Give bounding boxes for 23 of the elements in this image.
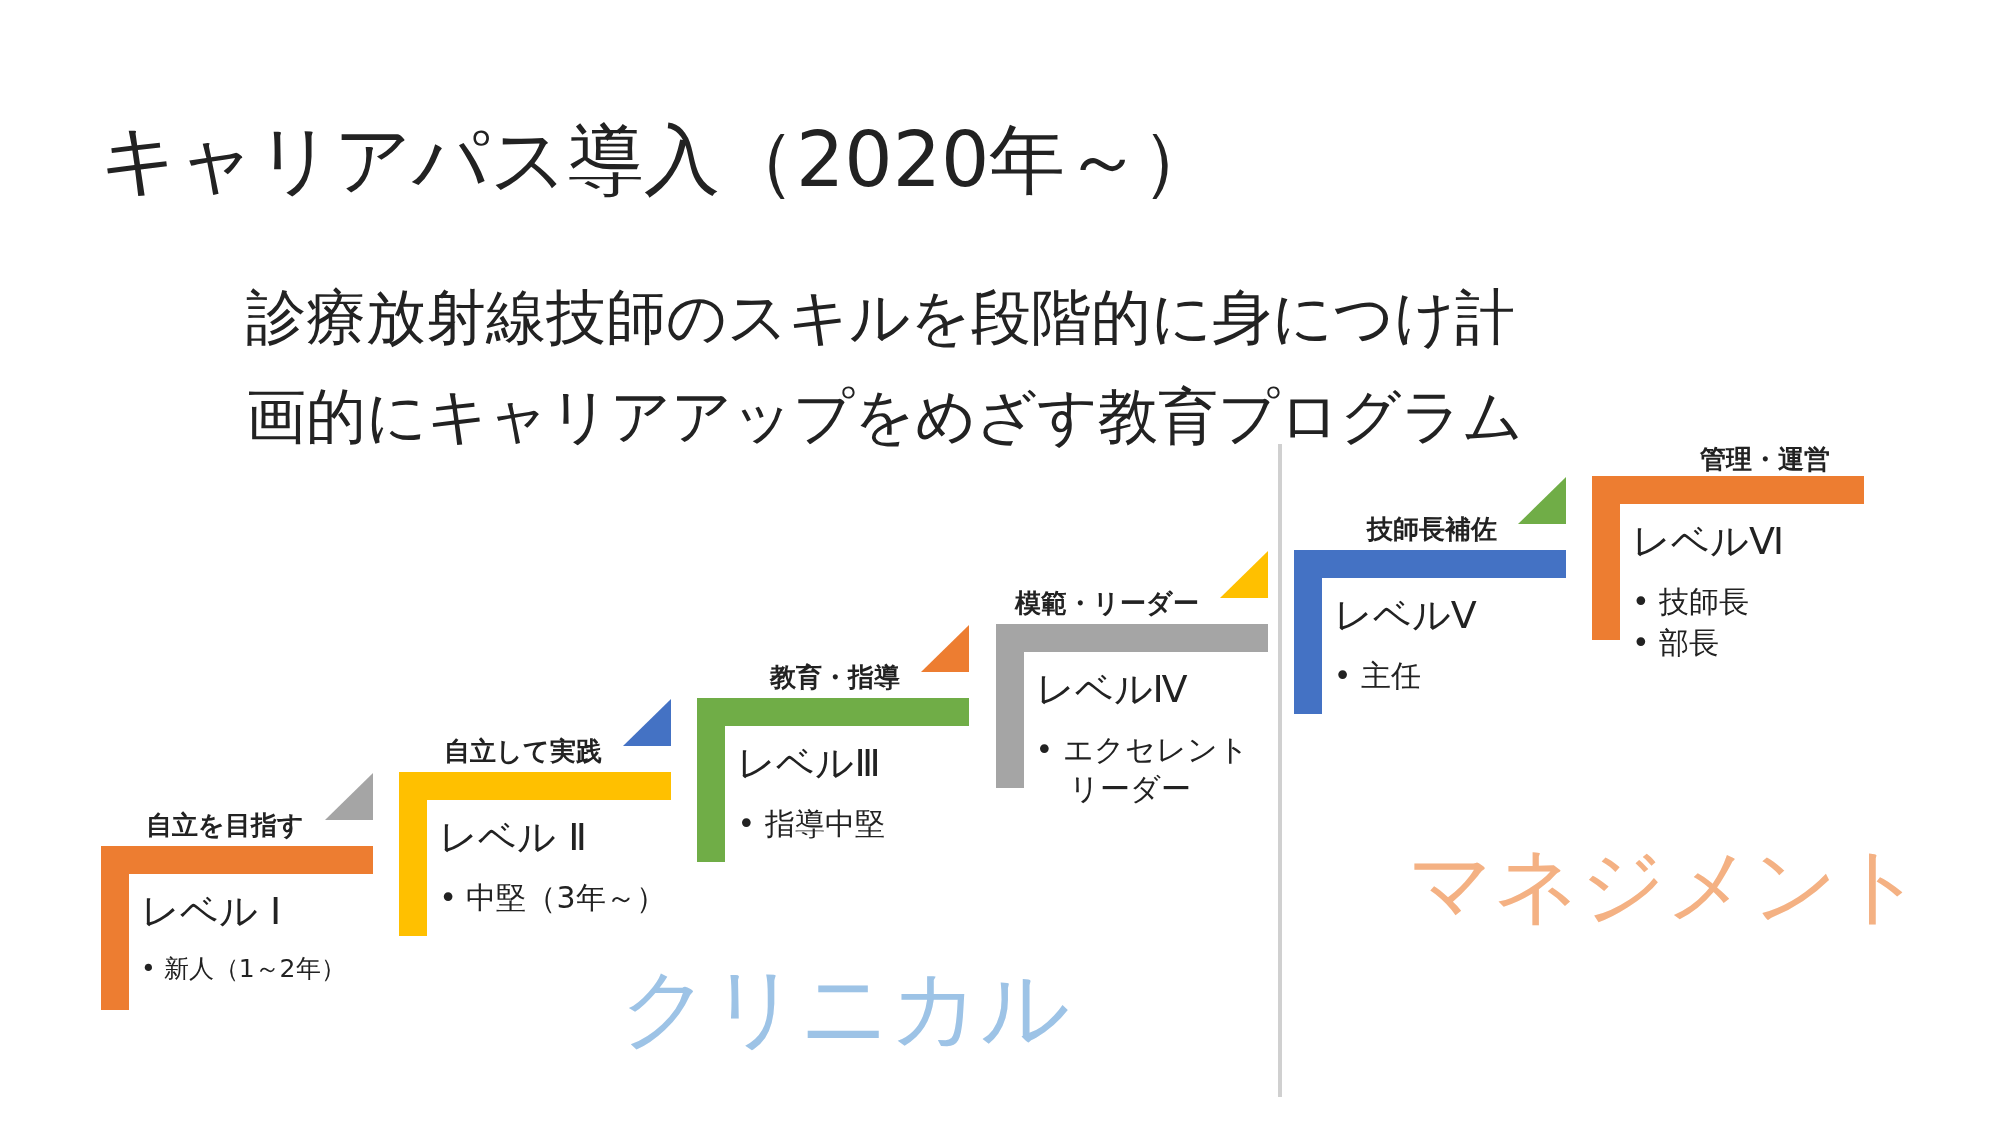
bullet-item: • エクセレントリーダー	[1035, 731, 1250, 808]
bullet-item: • 技師長	[1632, 583, 1750, 621]
level-title: レベルⅢ	[737, 740, 881, 787]
subtitle: 診療放射線技師のスキルを段階的に身につけ計画的にキャリアアップをめざす教育プログラム	[246, 281, 1524, 453]
step-caption: 模範・リーダー	[1014, 587, 1199, 620]
step-caption: 管理・運営	[1700, 443, 1830, 476]
category-label: クリニカル	[620, 955, 1071, 1061]
category-label: マネジメント	[1408, 835, 1925, 936]
bullet-item: • 部長	[1632, 624, 1721, 662]
step-caption: 自立して実践	[444, 735, 603, 768]
bullet-item: • 指導中堅	[737, 805, 885, 843]
level-title: レベル Ⅱ	[439, 814, 587, 861]
level-title: レベル Ⅰ	[141, 888, 282, 935]
step-caption: 自立を目指す	[146, 809, 304, 842]
bullet-item: • 新人（1～2年）	[141, 953, 346, 985]
bullet-item: • 主任	[1333, 657, 1422, 695]
level-title: レベルⅤ	[1333, 592, 1477, 639]
page-title: キャリアパス導入（2020年～）	[100, 114, 1218, 206]
step-caption: 教育・指導	[770, 661, 901, 694]
step-caption: 技師長補佐	[1366, 513, 1497, 546]
level-title: レベルⅥ	[1632, 518, 1785, 565]
level-title: レベルⅣ	[1035, 666, 1188, 713]
bullet-item: • 中堅（3年～）	[439, 879, 666, 917]
